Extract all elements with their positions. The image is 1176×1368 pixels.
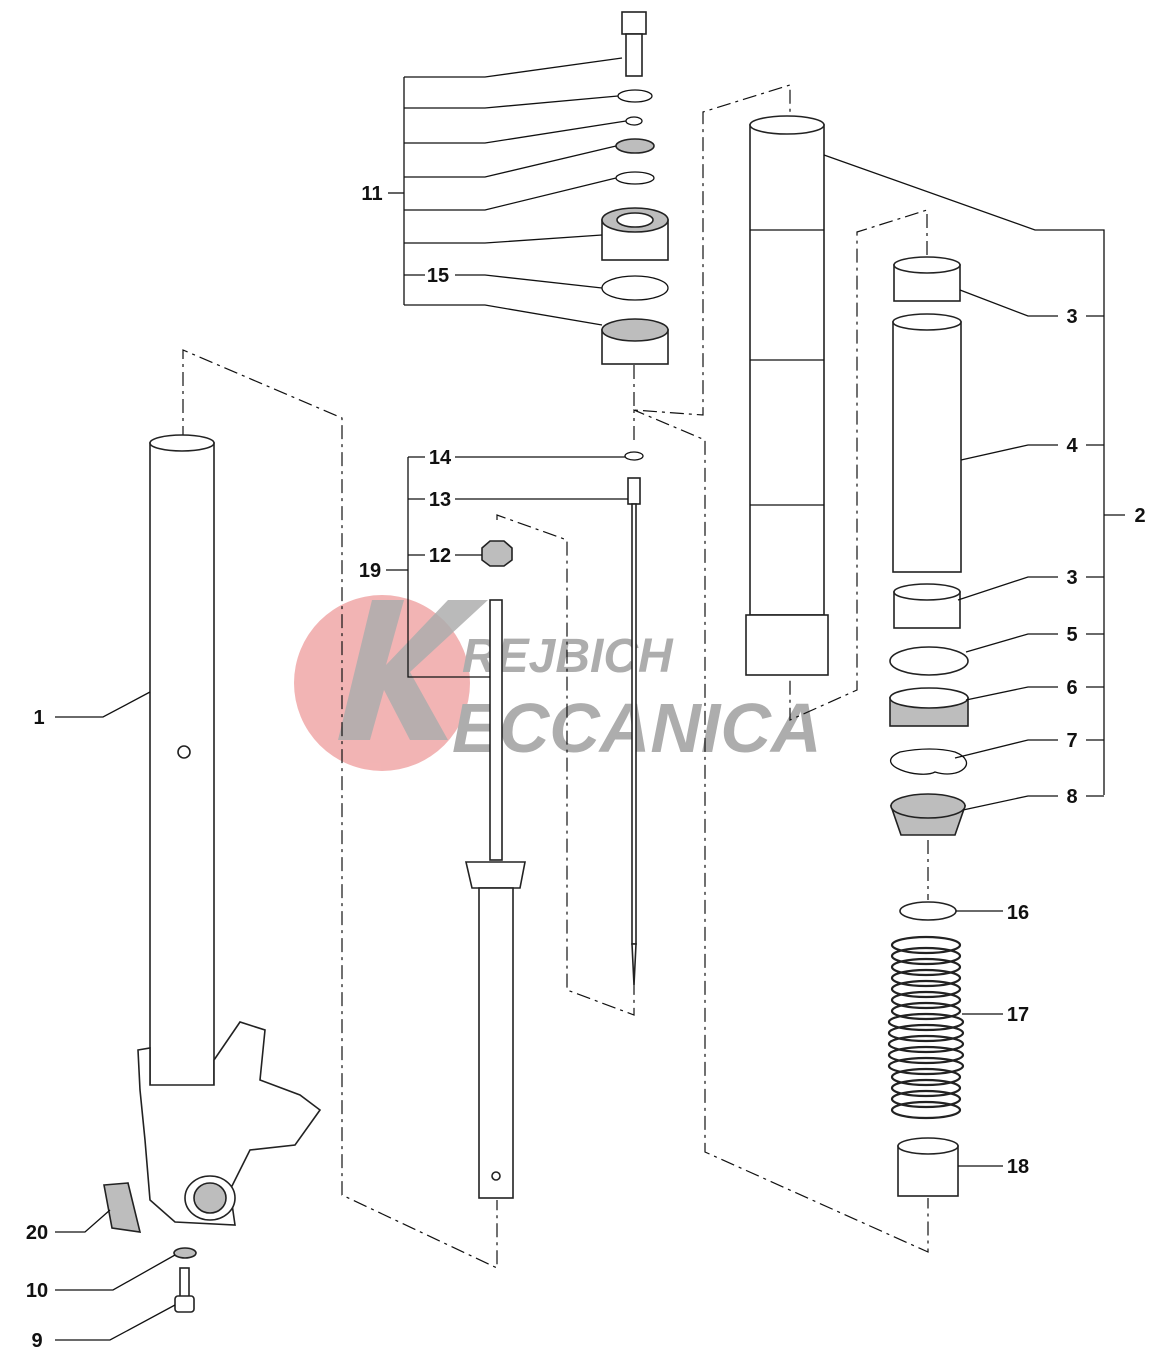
- callout-7: 7: [1066, 730, 1077, 752]
- callout-17: 17: [1007, 1004, 1029, 1026]
- tube-part-4: [892, 313, 962, 573]
- washer-part-5: [889, 646, 969, 676]
- leader-lines: [55, 57, 1125, 1341]
- spacer-part-18: [897, 1137, 959, 1197]
- spring-part-17: [887, 935, 965, 1120]
- spring-coil: [887, 1056, 965, 1076]
- spring-coil: [890, 1078, 962, 1098]
- fork-tube-part-1: [137, 434, 322, 1226]
- callout-20: 20: [26, 1222, 48, 1244]
- callout-13: 13: [429, 489, 451, 511]
- callout-12: 12: [429, 545, 451, 567]
- spring-coil: [890, 1001, 962, 1021]
- spring-coil: [887, 1034, 965, 1054]
- bushing-part-3: [893, 256, 961, 302]
- callout-16: 16: [1007, 902, 1029, 924]
- label-plate-part-20: [103, 1182, 142, 1233]
- washer-part-10: [173, 1247, 197, 1259]
- clip-part-7: [890, 748, 968, 775]
- callout-2: 2: [1134, 505, 1145, 527]
- bushing-part-3b: [893, 583, 961, 629]
- adjuster-rod-part-13: [627, 477, 641, 986]
- callout-1: 1: [33, 707, 44, 729]
- callout-15: 15: [427, 265, 449, 287]
- callout-labels: 11 15 14 13 12 19 1 20 10 9 3 4 2 3 5 6 7 8 16 17 18: [26, 183, 1146, 1352]
- spring-coil: [890, 1089, 962, 1109]
- callout-3: 3: [1066, 567, 1077, 589]
- spring-coil: [890, 979, 962, 999]
- oring-part-14: [624, 451, 644, 461]
- callout-4: 4: [1066, 435, 1078, 457]
- spring-coil: [887, 1012, 965, 1032]
- callout-18: 18: [1007, 1156, 1029, 1178]
- callout-8: 8: [1066, 786, 1077, 808]
- spring-coil: [890, 990, 962, 1010]
- spring-coil: [887, 1045, 965, 1065]
- assembly-dash-lines: [182, 84, 929, 1269]
- callout-3: 3: [1066, 306, 1077, 328]
- callout-6: 6: [1066, 677, 1077, 699]
- callout-11: 11: [361, 183, 382, 205]
- callout-5: 5: [1066, 624, 1077, 646]
- nut-part-12: [481, 540, 513, 567]
- spring-coil: [890, 1100, 962, 1120]
- outer-tube-part-2: [745, 115, 829, 676]
- spring-coil: [890, 1067, 962, 1087]
- watermark-k-glyph: [338, 600, 488, 740]
- spring-coil: [890, 957, 962, 977]
- spacer-part-16: [899, 901, 957, 921]
- spring-coil: [887, 1023, 965, 1043]
- seal-part-6: [889, 687, 969, 727]
- dust-seal-part-8: [889, 793, 967, 836]
- spring-coil: [890, 968, 962, 988]
- callout-9: 9: [31, 1330, 42, 1352]
- callout-10: 10: [26, 1280, 48, 1302]
- callout-19: 19: [359, 560, 381, 582]
- cartridge-part-19: [464, 599, 526, 1199]
- spring-coil: [890, 935, 962, 955]
- bolt-part-9: [174, 1267, 195, 1313]
- watermark-logo: REJBICH ECCANICA: [294, 595, 821, 771]
- spring-coil: [890, 946, 962, 966]
- cap-assembly-part-11: [601, 11, 669, 365]
- callout-14: 14: [429, 447, 452, 469]
